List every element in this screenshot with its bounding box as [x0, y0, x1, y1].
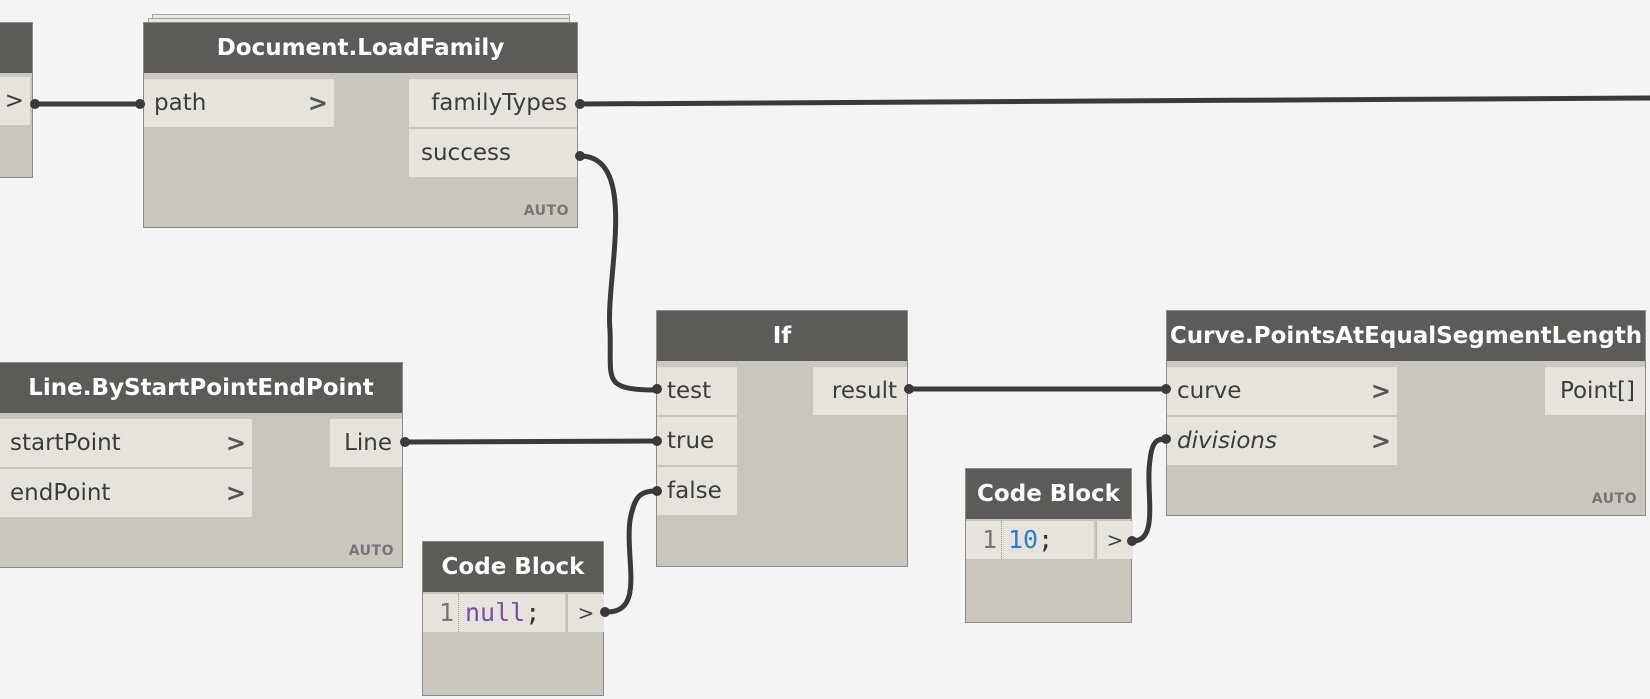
node-document-loadfamily[interactable]: Document.LoadFamily path > familyTypes s…: [143, 22, 578, 228]
lacing-badge[interactable]: AUTO: [348, 543, 394, 559]
wire-null-to-false[interactable]: [606, 488, 659, 615]
input-port-divisions[interactable]: divisions >: [1167, 417, 1397, 465]
port-dot-divisions[interactable]: [1161, 434, 1171, 444]
wire-10-to-divisions[interactable]: [1132, 436, 1167, 544]
port-label: endPoint: [10, 480, 111, 506]
port-label: result: [831, 378, 897, 404]
port-label: false: [667, 478, 722, 504]
output-port-result[interactable]: result: [813, 367, 907, 415]
port-label: path: [154, 90, 207, 116]
port-dot-false[interactable]: [652, 486, 662, 496]
output-port-code-10[interactable]: >: [1096, 521, 1133, 559]
port-dot-result[interactable]: [904, 384, 914, 394]
port-dot-success[interactable]: [575, 151, 585, 161]
node-title[interactable]: If: [657, 311, 907, 361]
lacing-badge[interactable]: AUTO: [523, 203, 569, 219]
node-curve-pointsatequalsegmentlength[interactable]: Curve.PointsAtEqualSegmentLength curve >…: [1166, 310, 1646, 516]
wire-familytypes-out[interactable]: [579, 95, 1650, 107]
port-dot-familytypes[interactable]: [575, 99, 585, 109]
port-dot-code-10-out[interactable]: [1127, 536, 1137, 546]
wire-success-to-test[interactable]: [579, 153, 659, 393]
output-port-familytypes[interactable]: familyTypes: [409, 79, 577, 127]
port-label: curve: [1177, 378, 1242, 404]
code-editor-row[interactable]: 1 10;: [966, 521, 1094, 559]
port-label: Point[]: [1559, 378, 1635, 404]
code-punct: ;: [1038, 525, 1054, 554]
port-dot-partial-out[interactable]: [30, 99, 40, 109]
chevron-right-icon: >: [1370, 377, 1391, 405]
partial-output-chevron: >: [4, 88, 24, 114]
node-title[interactable]: Line.ByStartPointEndPoint: [0, 363, 402, 413]
port-label: familyTypes: [431, 90, 567, 116]
partial-node-left[interactable]: >: [0, 22, 33, 178]
line-number: 1: [423, 594, 459, 632]
input-port-path[interactable]: path >: [144, 79, 334, 127]
node-code-block-10[interactable]: Code Block 1 10; >: [965, 468, 1133, 623]
node-title[interactable]: Curve.PointsAtEqualSegmentLength: [1167, 311, 1645, 361]
port-label: startPoint: [10, 430, 121, 456]
chevron-right-icon: >: [307, 89, 328, 117]
code-editor-row[interactable]: 1 null;: [423, 594, 565, 632]
input-port-curve[interactable]: curve >: [1167, 367, 1397, 415]
code-keyword: null: [465, 598, 526, 627]
port-label: success: [421, 140, 511, 166]
port-label: true: [667, 428, 715, 454]
lacing-badge[interactable]: AUTO: [1591, 491, 1637, 507]
output-port-success[interactable]: success: [409, 129, 577, 177]
code-text[interactable]: null;: [465, 594, 540, 632]
input-port-startpoint[interactable]: startPoint >: [0, 419, 252, 467]
chevron-right-icon: >: [1370, 427, 1391, 455]
input-port-false[interactable]: false: [657, 467, 737, 515]
node-title[interactable]: Document.LoadFamily: [144, 23, 577, 73]
code-text[interactable]: 10;: [1008, 521, 1053, 559]
partial-node-header: [0, 23, 32, 73]
input-port-endpoint[interactable]: endPoint >: [0, 469, 252, 517]
output-port-code-null[interactable]: >: [567, 594, 604, 632]
port-dot-curve[interactable]: [1161, 384, 1171, 394]
code-punct: ;: [525, 598, 541, 627]
chevron-right-icon: >: [225, 429, 246, 457]
node-title[interactable]: Code Block: [423, 542, 603, 592]
wire-line-to-true[interactable]: [405, 438, 659, 445]
output-port-points[interactable]: Point[]: [1545, 367, 1645, 415]
input-port-test[interactable]: test: [657, 367, 737, 415]
input-port-true[interactable]: true: [657, 417, 737, 465]
port-label: divisions: [1177, 428, 1277, 454]
node-code-block-null[interactable]: Code Block 1 null; >: [422, 541, 604, 696]
chevron-right-icon: >: [225, 479, 246, 507]
port-dot-line-out[interactable]: [400, 437, 410, 447]
node-title[interactable]: Code Block: [966, 469, 1131, 519]
code-number: 10: [1008, 525, 1039, 554]
partial-node-output[interactable]: >: [0, 77, 30, 125]
port-dot-test[interactable]: [652, 384, 662, 394]
port-dot-true[interactable]: [652, 436, 662, 446]
node-line-bystartpointendpoint[interactable]: Line.ByStartPointEndPoint startPoint > e…: [0, 362, 403, 568]
port-label: Line: [344, 430, 392, 456]
port-dot-code-null-out[interactable]: [600, 607, 610, 617]
output-port-line[interactable]: Line: [330, 419, 402, 467]
line-number: 1: [966, 521, 1002, 559]
node-if[interactable]: If test true false result: [656, 310, 908, 567]
port-dot-path[interactable]: [135, 99, 145, 109]
port-label: test: [667, 378, 712, 404]
